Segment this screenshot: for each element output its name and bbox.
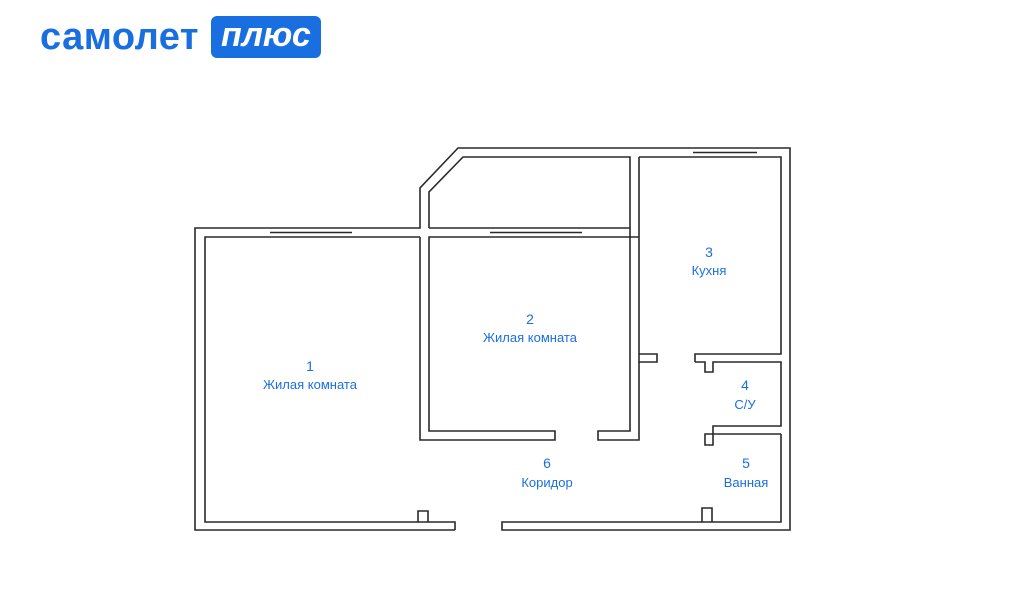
wall-kitchen — [629, 157, 658, 363]
wall-wc — [695, 361, 782, 446]
room-1-number: 1 — [306, 358, 314, 374]
room-4-name: С/У — [734, 397, 756, 412]
wall-room-1 — [194, 147, 791, 531]
room-5-number: 5 — [742, 455, 750, 471]
brand-badge: плюс — [211, 16, 321, 58]
room-5-name: Ванная — [724, 475, 769, 490]
room-3-number: 3 — [705, 244, 713, 260]
wall-room-1-notch — [417, 510, 429, 522]
window-room-2 — [490, 227, 582, 238]
room-1-name: Жилая комната — [263, 377, 358, 392]
brand-logo: самолет плюс — [40, 14, 321, 60]
window-balcony — [693, 147, 757, 158]
room-6-name: Коридор — [521, 475, 572, 490]
wall-bath-notch — [701, 507, 713, 522]
brand-name: самолет — [40, 16, 199, 58]
wall-balcony — [428, 156, 782, 362]
room-2-name: Жилая комната — [483, 330, 578, 345]
room-4-number: 4 — [741, 377, 749, 393]
wall-room-2 — [419, 236, 640, 441]
window-room-1 — [270, 227, 352, 238]
plan-walls — [194, 147, 791, 531]
room-6-number: 6 — [543, 455, 551, 471]
room-2-number: 2 — [526, 311, 534, 327]
room-3-name: Кухня — [692, 263, 727, 278]
